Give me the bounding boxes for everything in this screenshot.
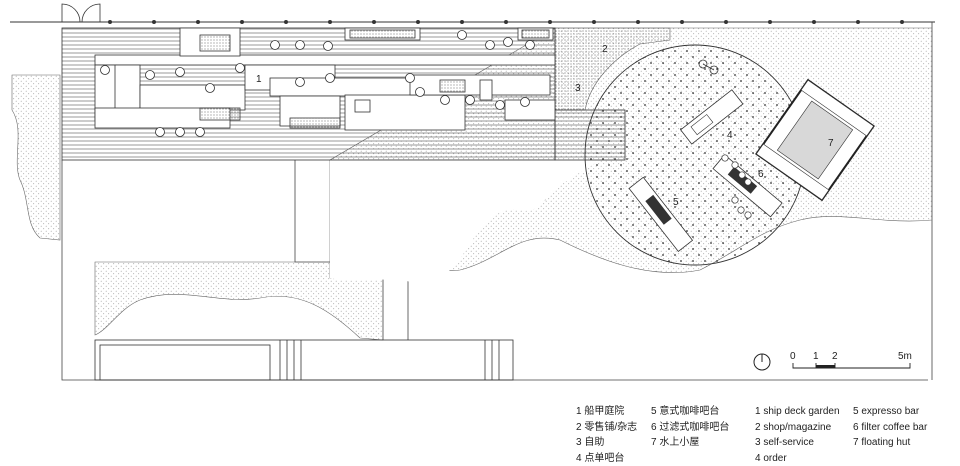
bar-stool	[732, 162, 738, 168]
deck-stool	[458, 31, 467, 40]
legend-item: 3 self-service	[755, 435, 840, 451]
bar-stool	[722, 155, 728, 161]
fence-post	[416, 20, 420, 24]
legend-item: 7 水上小屋	[651, 435, 729, 451]
fence-post	[592, 20, 596, 24]
deck-stool	[416, 88, 425, 97]
zone-label-1: 1	[256, 74, 262, 85]
deck-stool	[176, 128, 185, 137]
zone-label-2: 2	[602, 44, 608, 55]
fence-post	[900, 20, 904, 24]
fence-post	[328, 20, 332, 24]
fence-post	[504, 20, 508, 24]
deck-stool	[504, 38, 513, 47]
fence-post	[108, 20, 112, 24]
deck-stool	[526, 41, 535, 50]
fence-post	[240, 20, 244, 24]
scale-tick-2: 2	[832, 351, 838, 362]
legend-chinese-col-1: 1 船甲庭院 2 零售铺/杂志 3 自助 4 点单吧台	[576, 404, 637, 466]
north-arrow-icon	[754, 354, 770, 370]
deck-stool	[324, 42, 333, 51]
deck-stool	[146, 71, 155, 80]
scale-tick-0: 0	[790, 351, 796, 362]
deck-stool	[496, 101, 505, 110]
fence-post	[548, 20, 552, 24]
deck-stool	[296, 78, 305, 87]
deck-stool	[326, 74, 335, 83]
deck-stool	[101, 66, 110, 75]
zone-label-4: 4	[727, 130, 733, 141]
fence-post	[372, 20, 376, 24]
legend-item: 6 filter coffee bar	[853, 420, 927, 436]
deck-stool	[176, 68, 185, 77]
fence-post	[152, 20, 156, 24]
fence-post	[724, 20, 728, 24]
fence-post	[768, 20, 772, 24]
fence-post	[856, 20, 860, 24]
deck-stool	[521, 98, 530, 107]
bar-stool	[739, 172, 745, 178]
legend-item: 3 自助	[576, 435, 637, 451]
deck-stool	[486, 41, 495, 50]
fence-post	[636, 20, 640, 24]
entrance-door	[62, 4, 100, 22]
legend-item: 5 expresso bar	[853, 404, 927, 420]
zone-label-3: 3	[575, 83, 581, 94]
deck-stool	[196, 128, 205, 137]
deck-stool	[466, 96, 475, 105]
bar-stool	[738, 207, 744, 213]
legend-item: 5 意式咖啡吧台	[651, 404, 729, 420]
legend-item: 1 ship deck garden	[755, 404, 840, 420]
fence-post	[812, 20, 816, 24]
legend-item: 2 零售铺/杂志	[576, 420, 637, 436]
scale-tick-5m: 5m	[898, 351, 912, 362]
deck-stool	[406, 74, 415, 83]
legend-item: 2 shop/magazine	[755, 420, 840, 436]
fence-post	[680, 20, 684, 24]
legend-english-col-1: 1 ship deck garden 2 shop/magazine 3 sel…	[755, 404, 840, 466]
legend-item: 6 过滤式咖啡吧台	[651, 420, 729, 436]
scale-bar: 0 1 2 5m	[790, 351, 912, 368]
scale-tick-1: 1	[813, 351, 819, 362]
deck-stool	[271, 41, 280, 50]
fence-post	[460, 20, 464, 24]
zone-label-7: 7	[828, 138, 834, 149]
deck-stool	[206, 84, 215, 93]
deck-stool	[441, 96, 450, 105]
deck-stool	[156, 128, 165, 137]
legend-english-col-2: 5 expresso bar 6 filter coffee bar 7 flo…	[853, 404, 927, 451]
legend-item: 7 floating hut	[853, 435, 927, 451]
legend-item: 1 船甲庭院	[576, 404, 637, 420]
bar-stool	[745, 212, 751, 218]
zone-label-6: 6	[758, 169, 764, 180]
bottom-steps	[95, 340, 513, 380]
fence-post	[196, 20, 200, 24]
zone-label-5: 5	[673, 197, 679, 208]
legend-item: 4 点单吧台	[576, 451, 637, 466]
bar-stool	[745, 179, 751, 185]
legend-item: 4 order	[755, 451, 840, 466]
top-boundary	[10, 20, 935, 24]
bar-stool	[732, 197, 738, 203]
fence-post	[284, 20, 288, 24]
ship-deck	[62, 28, 625, 160]
legend-chinese-col-2: 5 意式咖啡吧台 6 过滤式咖啡吧台 7 水上小屋	[651, 404, 729, 451]
deck-stool	[236, 64, 245, 73]
left-garden	[12, 75, 60, 240]
deck-stool	[296, 41, 305, 50]
